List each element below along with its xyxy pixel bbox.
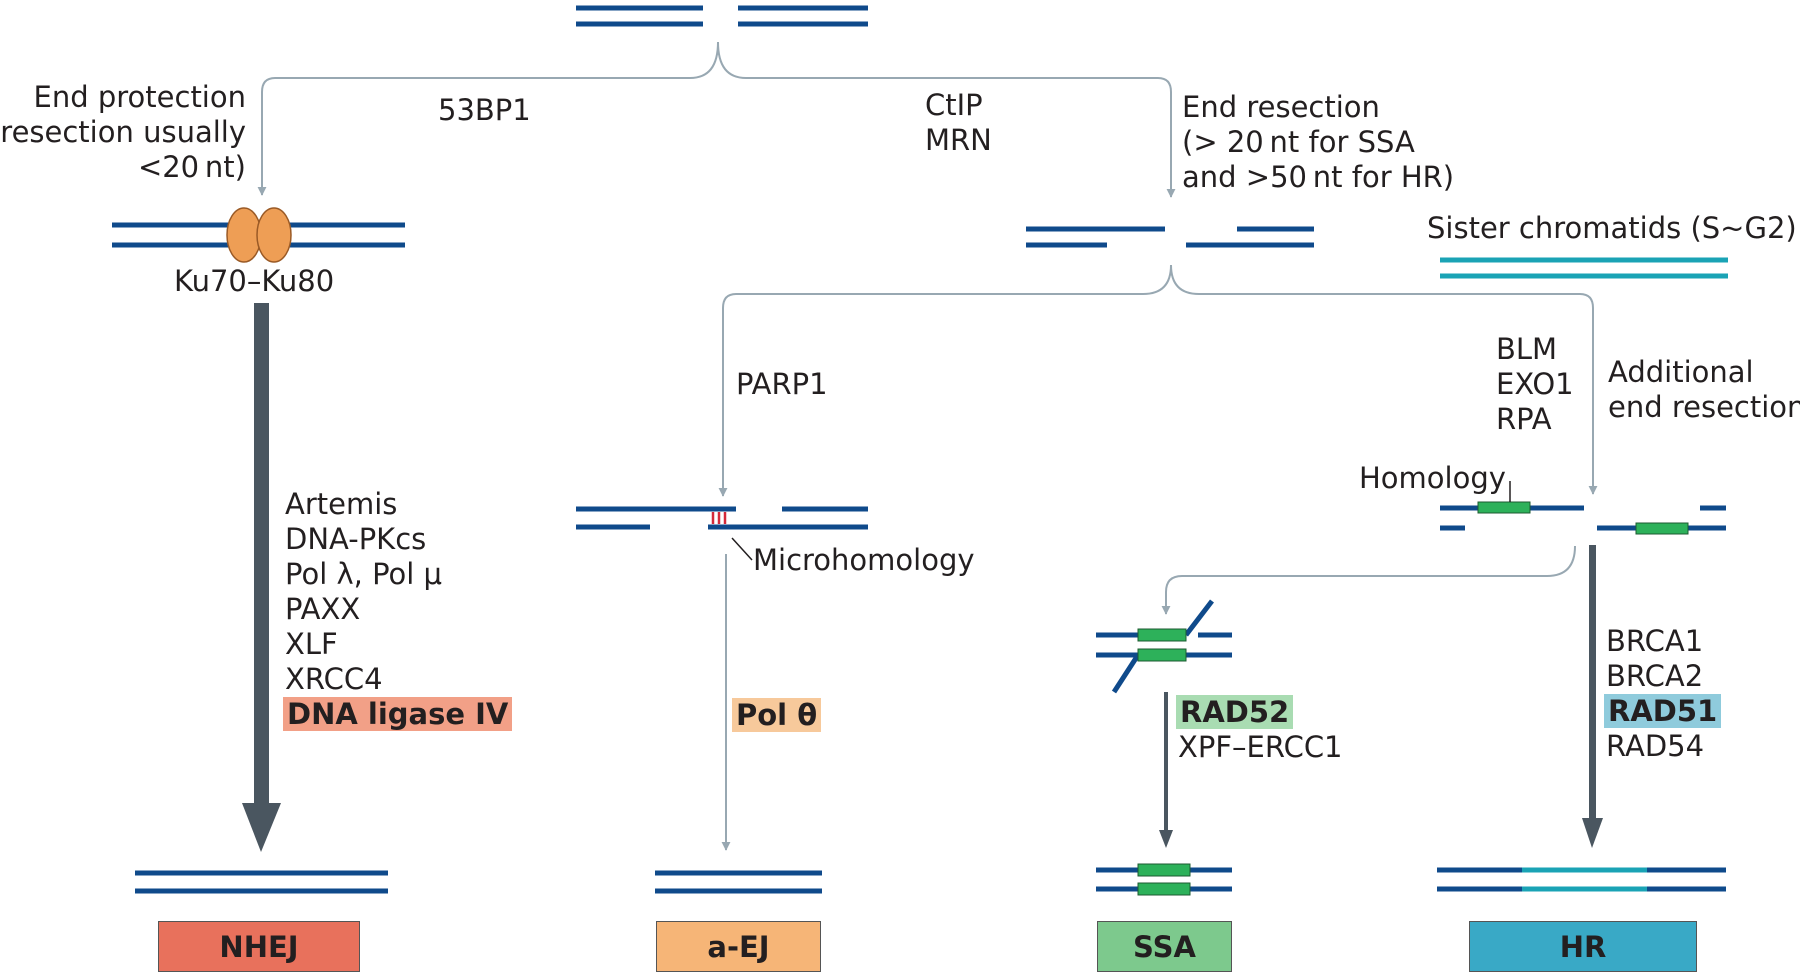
53bp1-label: 53BP1 <box>438 93 531 127</box>
ssa-pathway-box: SSA <box>1097 921 1232 972</box>
ctip-mrn-label: CtIP MRN <box>925 88 992 157</box>
ku70-ku80-label: Ku70–Ku80 <box>174 264 335 298</box>
hr-pathway-box: HR <box>1469 921 1697 972</box>
pol-theta-highlight: Pol θ <box>732 698 822 732</box>
end-resection-label: End resection (> 20 nt for SSA and >50 n… <box>1182 90 1455 194</box>
ku80-icon <box>256 207 292 263</box>
top-split-connector <box>257 41 1176 198</box>
ku-bound-dna <box>112 207 405 263</box>
nhej-factors: Artemis DNA-PKcs Pol λ, Pol μ PAXX XLF X… <box>283 487 513 732</box>
ssa-annealing-dna <box>1096 599 1232 694</box>
second-split-connector <box>718 264 1598 497</box>
homology-label: Homology <box>1359 461 1506 495</box>
rad51-highlight: RAD51 <box>1604 694 1722 728</box>
ssa-product-dna <box>1096 863 1232 896</box>
ssa-factors: RAD52 XPF–ERCC1 <box>1176 695 1343 764</box>
sister-chromatids-label: Sister chromatids (S~G2) <box>1427 211 1797 245</box>
nhej-pathway-box: NHEJ <box>158 921 360 972</box>
broken-dna-top <box>576 5 868 27</box>
pol-theta-label: Pol θ <box>732 698 822 733</box>
sister-chromatids <box>1440 257 1728 279</box>
aej-pathway-box: a-EJ <box>656 921 821 972</box>
aej-product-dna <box>655 870 822 894</box>
dna-ligase-iv-highlight: DNA ligase IV <box>283 697 513 731</box>
ku70-icon <box>226 207 262 263</box>
resected-dna <box>1026 226 1314 248</box>
microhomology-dna <box>576 506 868 561</box>
hr-product-dna <box>1437 867 1726 892</box>
nhej-arrow <box>242 303 281 852</box>
rad52-highlight: RAD52 <box>1176 695 1294 729</box>
additional-end-resection-label: Additional end resection <box>1608 355 1800 424</box>
blm-exo1-rpa-label: BLM EXO1 RPA <box>1496 332 1574 436</box>
end-protection-label: End protection (resection usually <20 nt… <box>0 80 246 184</box>
parp1-label: PARP1 <box>736 367 828 401</box>
ssa-connector <box>1161 545 1576 615</box>
hr-factors: BRCA1 BRCA2 RAD51 RAD54 <box>1604 624 1722 764</box>
nhej-product-dna <box>135 870 388 894</box>
homology-dna <box>1440 481 1726 535</box>
ssa-arrow <box>1159 692 1173 848</box>
hr-arrow <box>1582 545 1603 848</box>
microhomology-bonds <box>711 512 727 524</box>
microhomology-label: Microhomology <box>753 543 975 577</box>
